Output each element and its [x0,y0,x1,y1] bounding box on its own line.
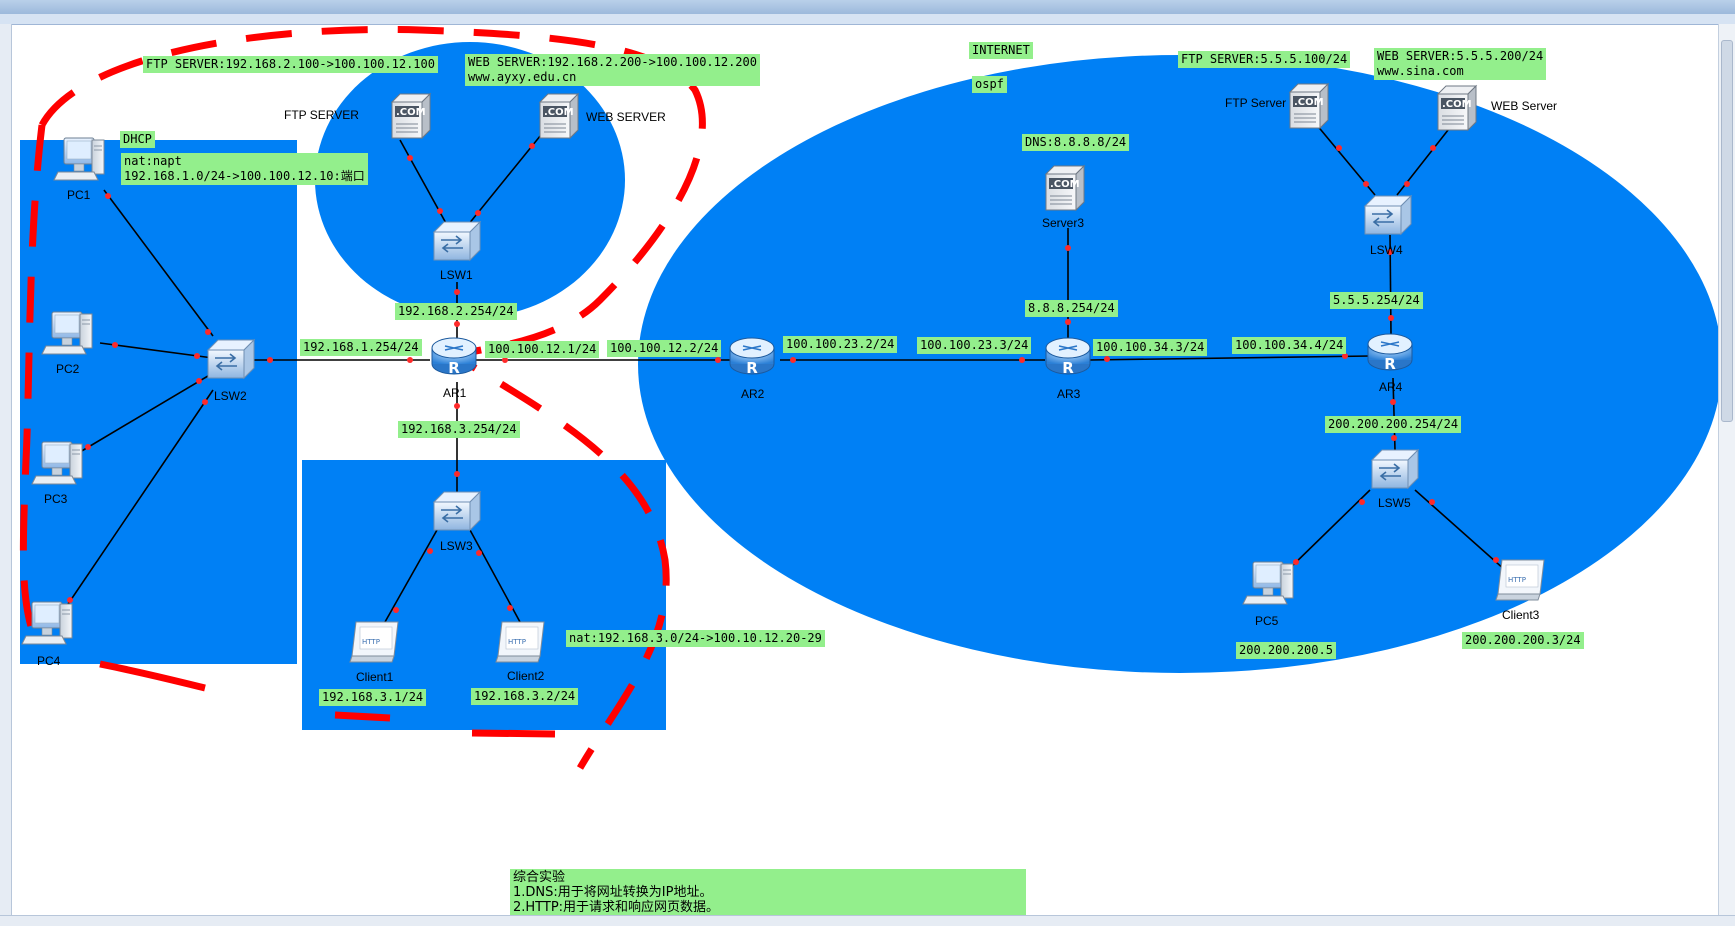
web-server-right-label: WEB Server [1491,99,1558,113]
internet-area [638,55,1722,673]
horizontal-scrollbar[interactable] [0,915,1735,926]
router-letter: R [746,359,758,377]
lsw1-icon[interactable] [433,221,481,261]
ar2-east-label: 100.100.23.2/24 [783,336,898,353]
left-panel-edge [0,24,12,925]
port-markers [67,143,1499,613]
nat-boundary-dashed [38,26,706,770]
ar4-label: AR4 [1379,380,1403,394]
pc2-label: PC2 [56,362,80,376]
ar3-label: AR3 [1057,387,1081,401]
dhcp-label: DHCP [120,131,155,148]
lsw5-icon[interactable] [1371,449,1419,489]
com-badge-text: .COM [1442,99,1472,110]
ar1-label: AR1 [443,386,467,400]
lsw5-label: LSW5 [1378,496,1411,510]
lsw1-label: LSW1 [440,268,473,282]
web-server-left-label: WEB SERVER [586,110,666,124]
router-letter: R [448,359,460,377]
ar2-label: AR2 [741,387,765,401]
experiment-note: 综合实验 1.DNS:用于将网址转换为IP地址。 2.HTTP:用于请求和响应网… [510,869,1026,915]
pc4-label: PC4 [37,654,61,668]
nat-client-label: nat:192.168.3.0/24->100.10.12.20-29 [566,630,825,647]
lsw3-label: LSW3 [440,539,473,553]
server3-label: Server3 [1042,216,1085,230]
ftp-server-right-ip-label: FTP SERVER:5.5.5.100/24 [1178,51,1351,68]
client1-label: Client1 [356,670,394,684]
lsw4-label: LSW4 [1370,243,1403,257]
router-letter: R [1384,355,1396,373]
http-badge-text: HTTP [362,638,380,646]
ospf-label: ospf [972,76,1007,93]
http-badge-text: HTTP [508,638,526,646]
client3-ip-label: 200.200.200.3/24 [1462,632,1584,649]
client2-ip-label: 192.168.3.2/24 [471,688,579,705]
ar3-east-label: 100.100.34.3/24 [1093,339,1208,356]
lsw2-gateway-label: 192.168.1.254/24 [300,339,422,356]
toolbar-strip [0,14,1735,25]
com-badge-text: .COM [1294,97,1324,108]
http-badge-text: HTTP [1508,576,1526,584]
lsw1-gateway-label: 192.168.2.254/24 [395,303,517,320]
lsw5-gateway-label: 200.200.200.254/24 [1325,416,1462,433]
nat-boundary-left-dashed [19,124,46,652]
lsw2-icon[interactable] [207,339,255,379]
dhcp-area [20,140,297,664]
lsw4-icon[interactable] [1364,195,1412,235]
client-area [302,460,666,730]
ar3-west-label: 100.100.23.3/24 [917,337,1032,354]
nat-boundary-bottom-dashed [99,660,556,738]
pc5-ip-label: 200.200.200.5 [1236,642,1336,659]
pc3-label: PC3 [44,492,68,506]
lsw4-gateway-label: 5.5.5.254/24 [1330,292,1423,309]
ftp-server-left-label: FTP SERVER [284,108,359,122]
dns-label: DNS:8.8.8.8/24 [1022,134,1130,151]
com-badge-text: .COM [1050,179,1080,190]
ar1-wan-label: 100.100.12.1/24 [485,341,600,358]
lsw3-gateway-label: 192.168.3.254/24 [398,421,520,438]
client3-label: Client3 [1502,608,1540,622]
internet-label: INTERNET [969,42,1033,59]
ar2-west-label: 100.100.12.2/24 [607,340,722,357]
lsw2-label: LSW2 [214,389,247,403]
client1-ip-label: 192.168.3.1/24 [319,689,427,706]
pc5-label: PC5 [1255,614,1279,628]
com-badge-text: .COM [396,107,426,118]
ar3-north-label: 8.8.8.254/24 [1025,300,1118,317]
lsw3-icon[interactable] [433,491,481,531]
ftp-server-right-label: FTP Server [1225,96,1287,110]
web-nat-label: WEB SERVER:192.168.2.200->100.100.12.200… [465,54,760,86]
vertical-scrollbar-thumb[interactable] [1721,40,1733,422]
com-badge-text: .COM [544,107,574,118]
ar4-west-label: 100.100.34.4/24 [1232,337,1347,354]
ftp-nat-label: FTP SERVER:192.168.2.100->100.100.12.100 [143,56,438,73]
router-letter: R [1062,359,1074,377]
client2-label: Client2 [507,669,545,683]
napt-label: nat:napt 192.168.1.0/24->100.100.12.10:端… [121,153,368,185]
web-server-right-ip-label: WEB SERVER:5.5.5.200/24 www.sina.com [1374,48,1547,80]
pc1-label: PC1 [67,188,91,202]
